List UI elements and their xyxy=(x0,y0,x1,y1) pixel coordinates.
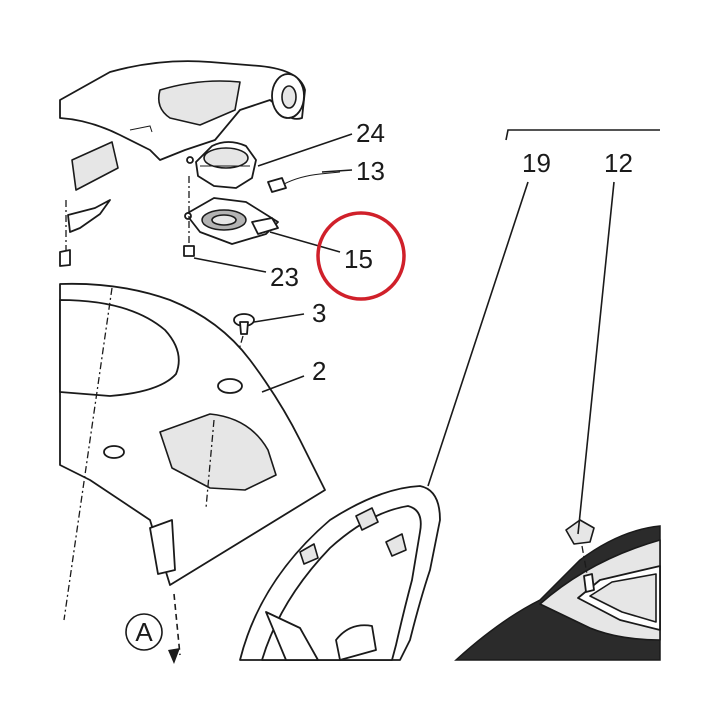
callout-13: 13 xyxy=(356,156,385,186)
speaker-mount-15 xyxy=(184,197,279,245)
speaker-housing-24 xyxy=(186,141,257,189)
leader-lines xyxy=(173,133,615,656)
group-bracket xyxy=(505,129,660,141)
rear-cover-19 xyxy=(239,485,441,661)
callout-3: 3 xyxy=(312,298,326,328)
body-panel-2 xyxy=(59,282,326,621)
callout-19: 19 xyxy=(522,148,551,178)
screw-23 xyxy=(183,176,195,257)
highlight-circle xyxy=(316,211,406,301)
rear-seat-panel xyxy=(454,525,661,661)
callout-15: 15 xyxy=(344,244,373,274)
callout-24: 24 xyxy=(356,118,385,148)
callout-23: 23 xyxy=(270,262,299,292)
clip-12 xyxy=(565,519,595,593)
upper-cover xyxy=(59,60,306,161)
callout-12: 12 xyxy=(604,148,633,178)
left-trim-pieces xyxy=(59,141,119,267)
view-marker-label: A xyxy=(135,617,153,647)
callout-2: 2 xyxy=(312,356,326,386)
view-marker-circle xyxy=(125,613,163,651)
view-arrow xyxy=(168,648,180,664)
connector-13 xyxy=(267,171,341,193)
